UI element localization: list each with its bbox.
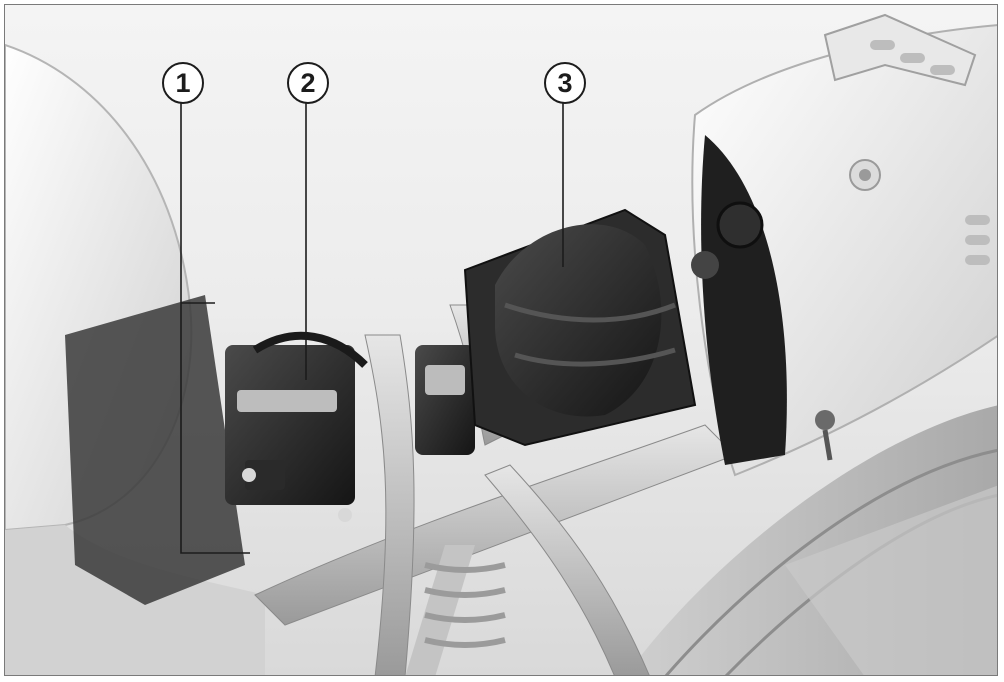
motorcycle-underseat-illustration: [5, 13, 997, 675]
battery: [225, 345, 355, 505]
motorcycle-photo: 1 2 3: [4, 4, 998, 676]
relay-box: [415, 345, 475, 455]
callout-1: 1: [162, 62, 204, 104]
lower-left-cover: [5, 525, 265, 675]
leader-1: [180, 103, 250, 554]
shock-spring: [424, 562, 506, 648]
callout-2: 2: [287, 62, 329, 104]
callout-2-label: 2: [300, 67, 316, 98]
callout-1-label: 1: [175, 67, 191, 98]
leader-lines: [180, 103, 564, 554]
callout-3-label: 3: [557, 67, 573, 98]
callout-3: 3: [544, 62, 586, 104]
